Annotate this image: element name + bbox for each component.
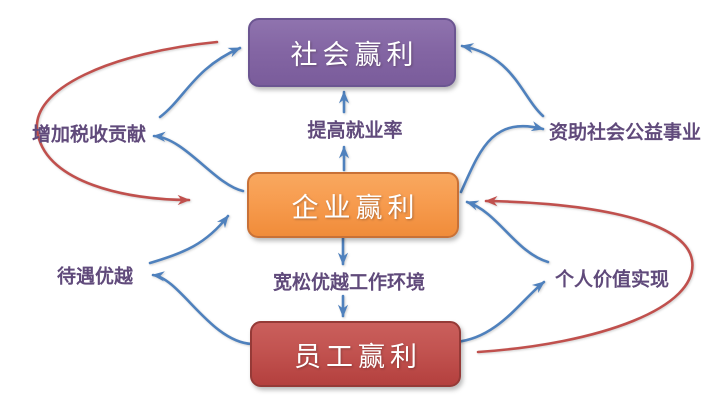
- edge-label-work-environment: 宽松优越工作环境: [272, 272, 426, 294]
- edge-label-tax-contribution: 增加税收贡献: [31, 124, 147, 146]
- arrow-value-label-to-enterprise: [465, 200, 550, 264]
- arrow-enterprise-to-charity-label: [459, 121, 545, 194]
- arrow-employee-to-treatment-label: [151, 271, 254, 346]
- arrow-treatment-label-to-enterprise: [148, 214, 230, 265]
- arrow-charity-label-to-society: [460, 43, 545, 118]
- arrow-employee-to-value-label: [454, 280, 546, 344]
- arrow-enterprise-to-tax-label: [152, 131, 245, 193]
- arrow-tax-label-to-society: [158, 46, 242, 119]
- edge-label-personal-value: 个人价值实现: [554, 269, 670, 291]
- node-employee-label: 员工赢利: [294, 341, 422, 372]
- arrow-employee-to-enterprise-red: [476, 196, 694, 354]
- node-society-label: 社会赢利: [290, 40, 419, 70]
- node-society: 社会赢利: [248, 18, 456, 87]
- node-employee: 员工赢利: [250, 321, 461, 387]
- edge-label-public-welfare: 资助社会公益事业: [548, 122, 702, 144]
- edge-label-employment-rate: 提高就业率: [307, 120, 403, 142]
- node-enterprise-label: 企业赢利: [291, 192, 420, 223]
- arrow-society-to-enterprise-red: [35, 40, 219, 206]
- node-enterprise: 企业赢利: [247, 172, 459, 238]
- edge-label-good-treatment: 待遇优越: [56, 266, 134, 288]
